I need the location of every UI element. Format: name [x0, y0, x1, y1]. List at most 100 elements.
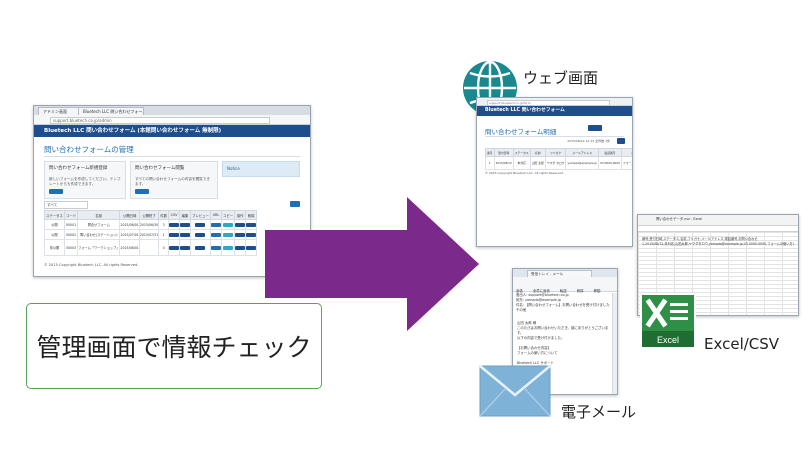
preview-button[interactable]: [195, 245, 206, 250]
column-header: 受付日時: [493, 148, 514, 157]
move-button[interactable]: 移動: [593, 289, 601, 293]
column-header: メールアドレス: [565, 148, 600, 157]
action-cell: [179, 239, 191, 256]
csv-row: 番号,受付日時,ステータス,名前,フリガナ,メールアドレス,電話番号,お問い合わ…: [642, 237, 758, 241]
url-field[interactable]: support.bluetech.co.jp/admin: [50, 117, 270, 124]
mail-label: 電子メール: [561, 403, 637, 421]
url-field[interactable]: support.bluetech.co.jp/form: [487, 99, 610, 106]
body-line: フォームの使い方について: [517, 351, 558, 355]
search-button[interactable]: [290, 201, 300, 207]
column-header: 公開終了: [138, 210, 160, 220]
excel-icon: Excel: [640, 293, 696, 349]
delete-button[interactable]: 削除: [576, 289, 584, 293]
column-header: コード: [63, 210, 79, 220]
action-cell: [234, 229, 247, 240]
column-header: 操作: [234, 210, 247, 220]
count-cell: 1: [158, 229, 169, 240]
excel-csv-label: Excel/CSV: [704, 335, 780, 353]
browser-tab-bar: 受信トレイ - メール: [513, 269, 617, 278]
browser-tab-bar: アドミン画面 Bluetech LLC 問い合わせフォーム: [34, 106, 310, 116]
csv-button[interactable]: [169, 245, 179, 250]
delete-button[interactable]: [246, 232, 256, 237]
edit-button[interactable]: [180, 245, 190, 250]
column-header: 電話番号: [598, 148, 622, 157]
table-row: 1 2015/08/12 未対応 山田 太郎 ヤマダ タロウ yamada@ex…: [485, 156, 632, 170]
reply-button[interactable]: 返信: [516, 289, 523, 293]
copy-button[interactable]: [223, 245, 234, 250]
operate-button[interactable]: [235, 222, 245, 227]
reply-all-button[interactable]: 全員に返信: [532, 289, 550, 293]
edit-button[interactable]: [180, 222, 190, 227]
formula-bar[interactable]: [638, 226, 798, 232]
body-line: 山田 太郎 様: [517, 321, 537, 325]
copy-button[interactable]: [223, 232, 234, 237]
csv-button[interactable]: [169, 222, 179, 227]
preview-button[interactable]: [195, 232, 206, 237]
preview-button[interactable]: [195, 222, 206, 227]
mail-header: 差出人: support@bluetech.co.jp 宛先: yamada@e…: [516, 293, 614, 308]
forward-button[interactable]: 転送: [559, 289, 567, 293]
operate-button[interactable]: [235, 232, 245, 237]
card-title: 問い合わせフォーム新規登録: [49, 166, 108, 171]
column-header: ステータス: [44, 210, 65, 220]
browser-tab[interactable]: Bluetech LLC 問い合わせフォーム: [78, 107, 144, 116]
action-cell: [220, 229, 236, 240]
arrow-shape: [265, 197, 479, 331]
code-cell: 00003: [63, 239, 79, 256]
csv-button[interactable]: [169, 232, 179, 237]
copy-button[interactable]: [223, 222, 234, 227]
column-header: 編集: [179, 210, 191, 220]
name-cell: 問い合わせ(ステーション): [77, 229, 121, 240]
column-header: 公開日時: [119, 210, 140, 220]
date-cell: 2015/08/01: [119, 239, 140, 256]
mail-to: 宛先: yamada@example.jp: [516, 298, 561, 302]
url-button[interactable]: [211, 222, 221, 227]
table-row: 非公開 00003 フォーム「ワークショップ」 2015/08/01 0: [44, 239, 258, 256]
delete-button[interactable]: [246, 222, 256, 227]
delete-button[interactable]: [246, 245, 256, 250]
url-button[interactable]: [211, 232, 221, 237]
date-cell: 2015/06/01: [119, 219, 140, 230]
mail-tab[interactable]: 受信トレイ - メール: [527, 270, 592, 278]
action-cell: [234, 239, 247, 256]
column-header: 件数: [158, 210, 169, 220]
code-cell: 00002: [63, 229, 79, 240]
action-cell: [190, 219, 211, 230]
table-cell: yamada@example.jp: [565, 156, 600, 170]
table-row: 公開 00002 問い合わせ(ステーション) 2015/07/01 2015/0…: [44, 229, 258, 240]
back-button[interactable]: [588, 125, 602, 131]
url-button[interactable]: [211, 245, 221, 250]
address-bar: support.bluetech.co.jp/form: [477, 98, 632, 106]
code-cell: 00001: [63, 219, 79, 230]
column-header: フリガナ: [544, 148, 567, 157]
table-cell: 1: [485, 156, 495, 170]
page-title: 問い合わせフォームの管理: [44, 145, 134, 154]
date-cell: 2015/07/31: [138, 229, 160, 240]
edit-button[interactable]: [180, 232, 190, 237]
flow-arrow: [265, 197, 479, 331]
caption-box: [26, 303, 322, 389]
table-cell: 未対応: [512, 156, 531, 170]
view-button[interactable]: [135, 189, 149, 194]
address-bar: support.bluetech.co.jp/admin: [34, 115, 310, 125]
mail-scrollbar[interactable]: [612, 293, 617, 394]
divider: [44, 156, 300, 157]
operate-button[interactable]: [235, 245, 245, 250]
table-cell: 山田 太郎: [529, 156, 546, 170]
status-filter-select[interactable]: すべて: [44, 201, 88, 209]
body-line: 以下の内容で受け付けました。: [517, 336, 565, 340]
action-cell: [234, 219, 247, 230]
csv-button[interactable]: [617, 138, 625, 144]
more-button[interactable]: その他: [516, 308, 527, 312]
action-cell: [245, 229, 258, 240]
name-cell: フォーム「ワークショップ」: [77, 239, 121, 256]
card-title: 問い合わせフォーム閲覧: [135, 166, 185, 171]
create-button[interactable]: [49, 189, 63, 194]
table-cell: 03-0000-0000: [598, 156, 622, 170]
mail-screenshot: 受信トレイ - メール 返信 全員に返信 転送 削除 移動 その他 差出人: s…: [512, 268, 618, 395]
count-cell: 0: [158, 239, 169, 256]
name-cell: 問合せフォーム: [77, 219, 121, 230]
date-cell: 2015/06/30: [138, 219, 160, 230]
status-cell: 公開: [44, 229, 65, 240]
notice-box: Notice: [222, 161, 300, 177]
